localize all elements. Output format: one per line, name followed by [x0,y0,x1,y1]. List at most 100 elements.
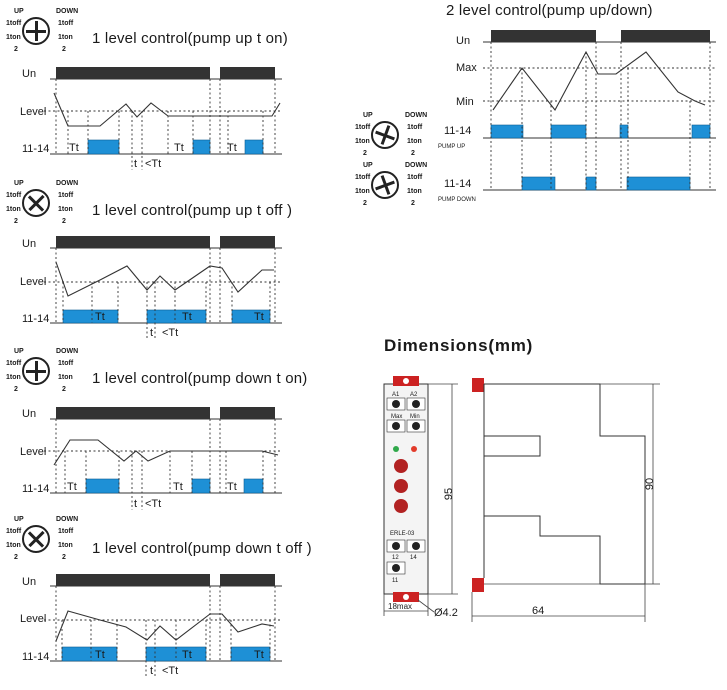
panel-1-title: 1 level control(pump up t on) [92,30,288,47]
output-pulse [146,309,207,324]
level-label: Level [20,613,46,625]
panel-3-title: 1 level control(pump down t on) [92,370,308,387]
t-label: t [150,665,153,677]
relay-side-profile [483,383,646,585]
dimensions-drawing: A1 A2 Max Min ERLE-03 12 14 11 95 [383,376,660,622]
pump-down-pulse [521,176,556,191]
pump-down-pulse [585,176,597,191]
terminal-label: 12 [392,555,399,561]
terminal-label: 14 [410,555,417,561]
supply-bar [220,407,275,419]
tt-label: Tt [254,649,264,661]
level-waveform [55,261,274,297]
selector-dial-icon: UP DOWN 1toff 1ton 1toff 1ton 2 2 [6,516,79,561]
dim-90-label: 90 [644,478,656,490]
output-label: 11-14 [22,313,49,325]
selector-dial-icon: UP DOWN 1toff 1ton 1toff 1ton 2 2 [355,112,428,157]
tt-label: Tt [67,481,77,493]
output-down-label: 11-14 [444,178,471,190]
panel-4-title: 1 level control(pump down t off ) [92,540,312,557]
output-pulse [85,478,120,494]
supply-bar [220,236,275,248]
dimensions-title: Dimensions(mm) [384,336,534,355]
output-pulse [244,139,264,155]
output-label: 11-14 [22,143,49,155]
t-label: t [150,327,153,339]
dim-95-label: 95 [443,488,455,500]
level-waveform [53,92,281,127]
lt-tt-label: <Tt [145,498,161,510]
supply-bar [56,407,210,419]
output-label: 11-14 [22,651,49,663]
pump-down-label: PUMP DOWN [438,197,476,203]
t-label: t [134,498,137,510]
level-label: Level [20,106,46,118]
pump-up-pulse [691,124,711,139]
max-label: Max [456,62,477,74]
level-label: Level [20,446,46,458]
un-label: Un [22,68,36,80]
terminal-label: A2 [410,392,418,398]
un-label: Un [22,238,36,250]
adjust-knob-icon [394,499,408,513]
din-clip-side-top [472,378,484,392]
adjust-knob-icon [394,479,408,493]
level-waveform [492,50,706,112]
output-pulse [230,646,271,662]
panel-3: Un Level 11-14 Tt Tt Tt t <Tt [20,407,282,510]
lt-tt-label: <Tt [162,327,178,339]
panel-4: Un Level 11-14 Tt Tt Tt t <Tt [20,574,282,678]
output-pulse [62,309,119,324]
terminal-label: A1 [392,392,400,398]
dim-64-label: 64 [532,605,544,617]
two-level-diagram: Un Max Min 11-14 PUMP UP 11-14 PUMP DOWN [438,30,716,203]
terminal-label: 11 [392,578,399,584]
un-label: Un [22,408,36,420]
panel-1: Un Level 11-14 Tt Tt Tt t <Tt [20,67,282,170]
level-waveform [53,439,279,466]
model-label: ERLE-03 [390,531,415,537]
adjust-knob-icon [394,459,408,473]
output-pulse [61,646,118,662]
lt-tt-label: <Tt [145,158,161,170]
selector-dial-icon: UP DOWN 1toff 1ton 1toff 1ton 2 2 [6,8,79,53]
terminal-label: Max [391,414,402,420]
min-label: Min [456,96,474,108]
pump-up-pulse [619,124,629,139]
pump-up-pulse [550,124,587,139]
pump-up-pulse [490,124,524,139]
supply-bar [56,236,210,248]
output-pulse [243,478,264,494]
supply-bar [56,67,210,79]
output-label: 11-14 [22,483,49,495]
output-pulse [231,309,271,324]
output-pulse [87,139,120,155]
tt-label: Tt [95,649,105,661]
tt-label: Tt [182,649,192,661]
pump-down-pulse [626,176,691,191]
tt-label: Tt [182,311,192,323]
t-label: t [134,158,137,170]
supply-bar [491,30,596,42]
tt-label: Tt [173,481,183,493]
output-pulse [191,478,211,494]
dim-hole-label: Ø4.2 [434,607,458,619]
un-label: Un [456,35,470,47]
tt-label: Tt [227,481,237,493]
supply-bar [220,574,275,586]
supply-bar [220,67,275,79]
dim-18-label: 18max [388,602,412,611]
supply-bar [621,30,710,42]
terminal-label: Min [410,414,420,420]
supply-bar [56,574,210,586]
tt-label: Tt [254,311,264,323]
tt-label: Tt [227,142,237,154]
pump-up-label: PUMP UP [438,144,465,150]
tt-label: Tt [95,311,105,323]
panel-2: Un Level 11-14 Tt Tt Tt t <Tt [20,236,282,340]
selector-dial-icon: UP DOWN 1toff 1ton 1toff 1ton 2 2 [355,162,428,207]
two-level-title: 2 level control(pump up/down) [446,2,653,19]
un-label: Un [22,576,36,588]
level-label: Level [20,276,46,288]
